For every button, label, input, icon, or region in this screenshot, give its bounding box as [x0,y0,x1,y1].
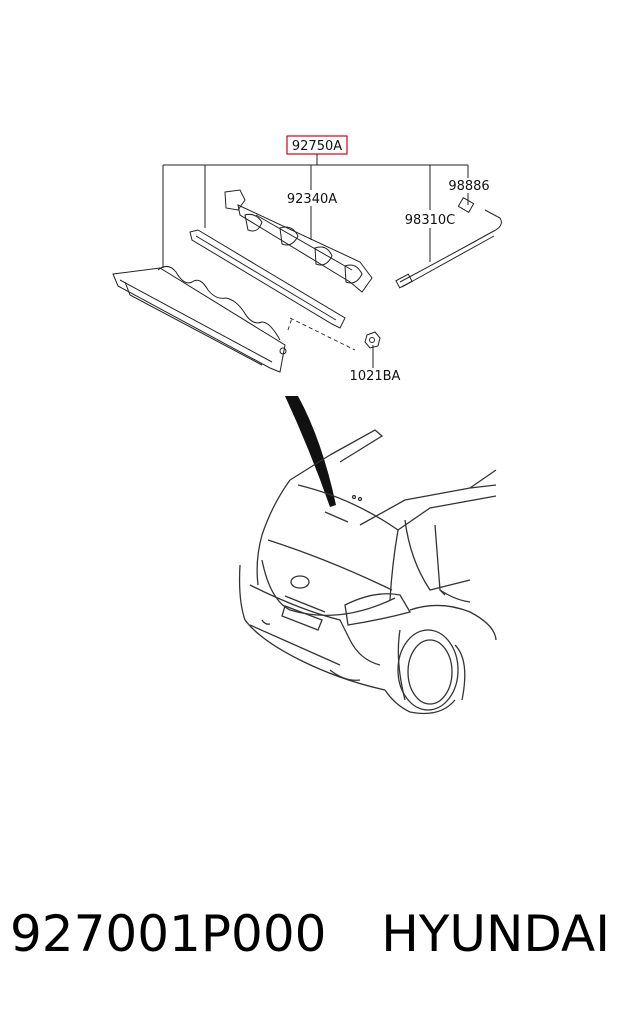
leader-lines [162,154,469,368]
callout-98310C[interactable]: 98310C [405,213,455,228]
callout-1021BA[interactable]: 1021BA [350,369,401,384]
vehicle-rear-illustration [238,429,497,715]
washer-hose [395,196,502,289]
part-number: 927001P000 [10,905,327,963]
callout-98886[interactable]: 98886 [448,179,489,194]
brand-name: HYUNDAI [381,905,610,963]
lamp-housing [112,266,287,373]
parts-diagram: 92750A 92340A 98886 98310C 1021BA [112,135,502,715]
bulb-holder-harness [224,189,373,293]
lamp-lens-strip [189,229,346,329]
callout-92340A[interactable]: 92340A [287,192,337,207]
nut-part [364,331,381,349]
callout-92750A[interactable]: 92750A [292,139,342,154]
location-pointer [285,396,336,507]
mounting-guides [287,317,356,351]
part-caption: 927001P000 HYUNDAI [10,905,610,963]
